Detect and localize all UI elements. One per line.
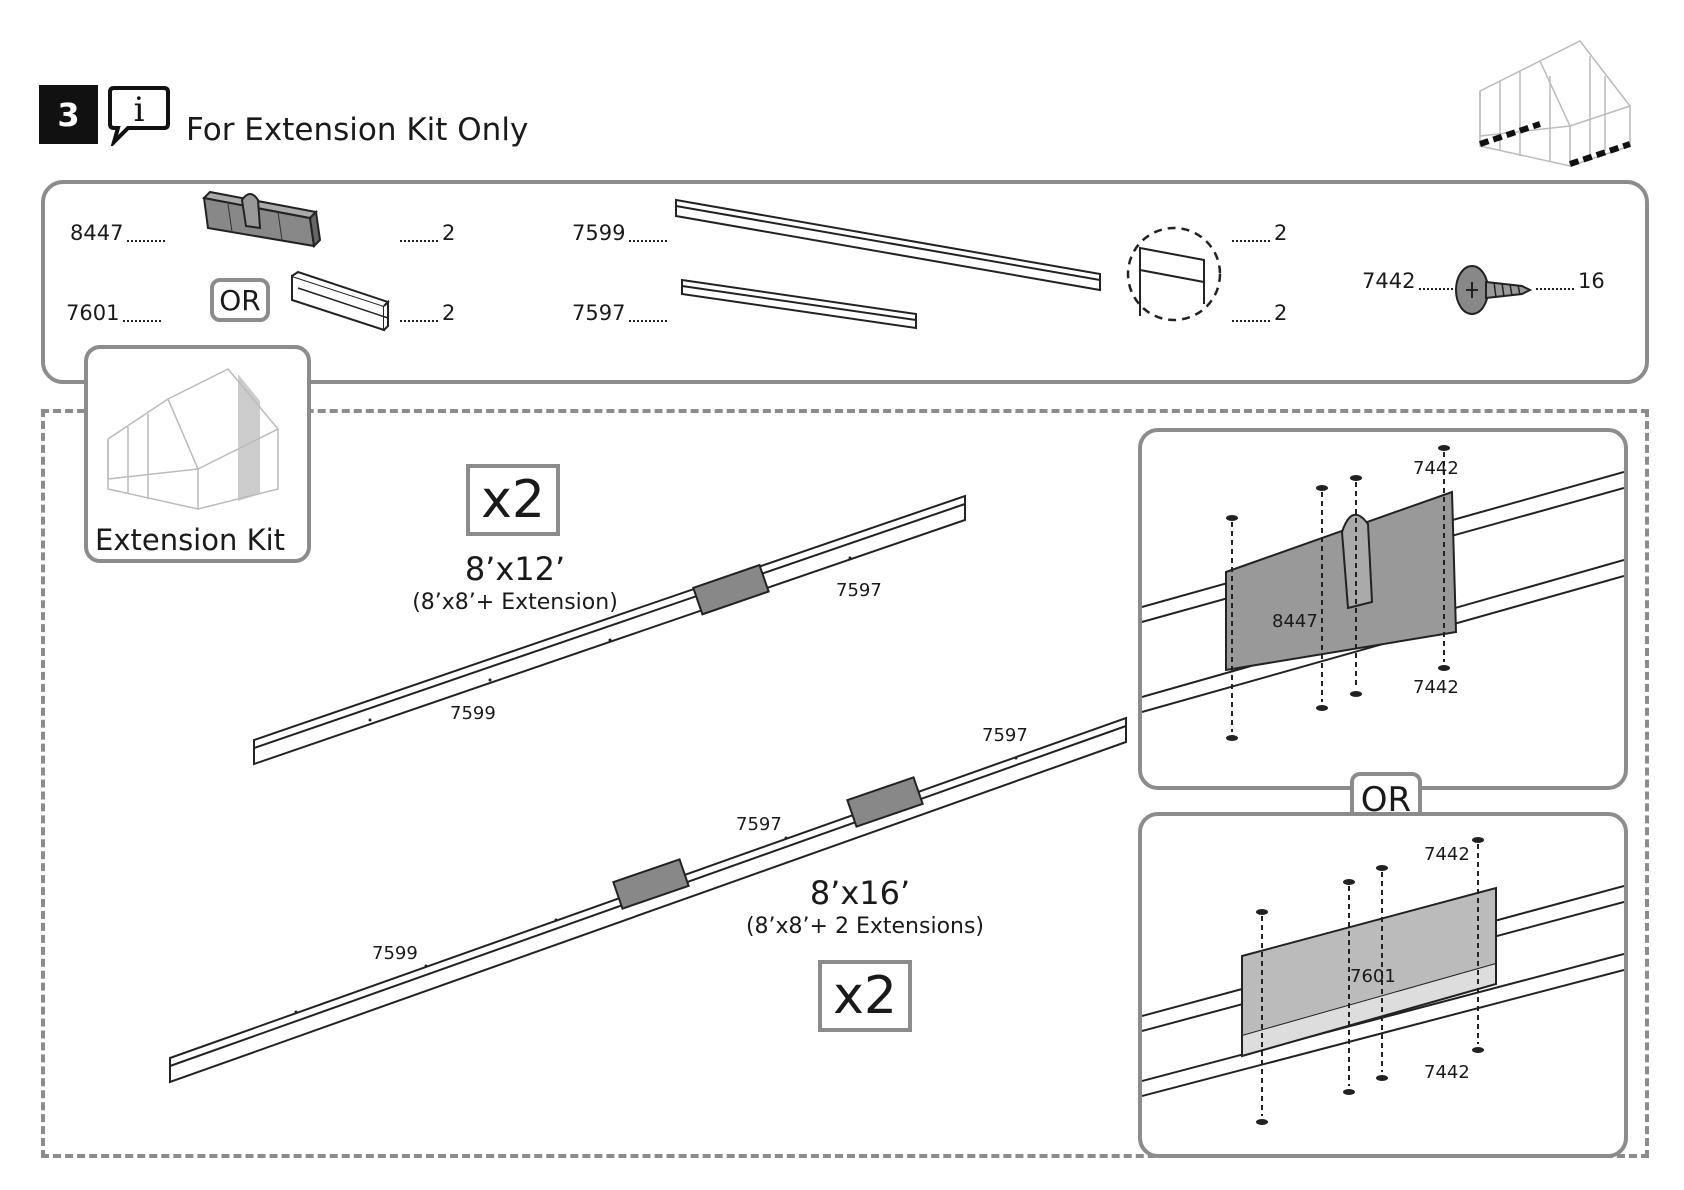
beam-assembly-8x16	[166, 712, 1134, 1092]
part-8447-qty-row: 2	[400, 221, 455, 245]
part-7442-code: 7442	[1362, 269, 1415, 293]
part-7442-row: 7442	[1362, 269, 1457, 293]
part-7597-qty-row: 2	[1232, 301, 1287, 325]
part-7599-row: 7599	[572, 221, 667, 245]
detail-7601-screw-top-label: 7442	[1424, 844, 1470, 865]
part-7599-qty: 2	[1274, 221, 1287, 245]
detail-8447-screw-top-label: 7442	[1413, 458, 1459, 479]
label-7599-8x16: 7599	[372, 943, 418, 964]
part-7442-qty-row: 16	[1536, 269, 1605, 293]
detail-8447-panel	[1138, 428, 1628, 790]
screw-7442-image	[1452, 262, 1532, 318]
step-number-badge: 3	[39, 85, 98, 144]
label-7597-8x16-right: 7597	[982, 725, 1028, 746]
part-8447-qty: 2	[442, 221, 455, 245]
beam-profile-detail-image	[1124, 224, 1224, 324]
part-7599-qty-row: 2	[1232, 221, 1287, 245]
connector-7601-image	[288, 270, 398, 350]
detail-8447-screw-bottom-label: 7442	[1413, 677, 1459, 698]
part-8447-row: 8447	[70, 221, 165, 245]
part-7601-code: 7601	[66, 301, 119, 325]
multiplier-8x16: x2	[818, 960, 912, 1032]
part-7599-code: 7599	[572, 221, 625, 245]
size-8x16-label: 8’x16’	[760, 874, 960, 912]
part-7442-qty: 16	[1578, 269, 1605, 293]
size-8x16-subtitle: (8’x8’+ 2 Extensions)	[730, 914, 1000, 939]
label-7597-8x16-middle: 7597	[736, 814, 782, 835]
detail-8447-drawing	[1142, 432, 1624, 786]
part-7597-row: 7597	[572, 301, 667, 325]
detail-7601-connector-label: 7601	[1350, 966, 1396, 987]
part-7601-row: 7601	[66, 301, 161, 325]
part-7597-qty: 2	[1274, 301, 1287, 325]
beams-7599-7597-image	[670, 196, 1110, 346]
label-7597-8x12: 7597	[836, 580, 882, 601]
detail-8447-connector-label: 8447	[1272, 611, 1318, 632]
or-pill-parts: OR	[210, 278, 270, 322]
part-8447-code: 8447	[70, 221, 123, 245]
detail-7601-screw-bottom-label: 7442	[1424, 1062, 1470, 1083]
connector-8447-image	[198, 188, 328, 258]
info-icon: i	[106, 84, 172, 146]
greenhouse-thumbnail	[1470, 36, 1640, 176]
part-7601-qty-row: 2	[400, 301, 455, 325]
svg-text:i: i	[134, 90, 145, 130]
part-7601-qty: 2	[442, 301, 455, 325]
part-7597-code: 7597	[572, 301, 625, 325]
step-title: For Extension Kit Only	[186, 112, 528, 148]
